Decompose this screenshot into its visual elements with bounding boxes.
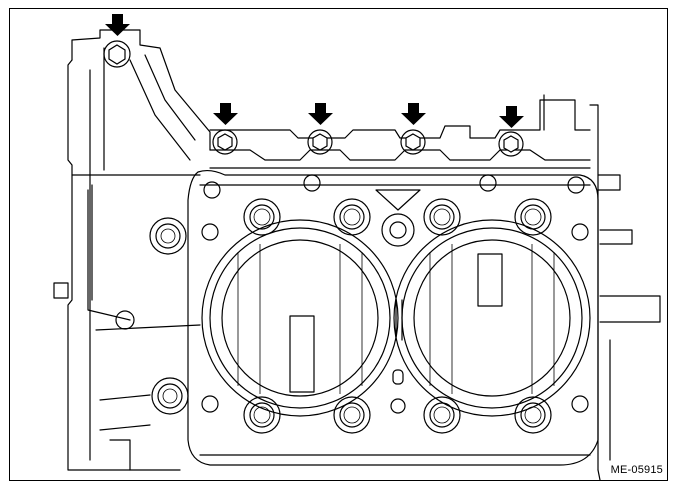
- side-boss: [151, 377, 189, 415]
- head-bolt-boss: [381, 213, 415, 247]
- hex-bolt-icon: [307, 129, 333, 155]
- head-bolt-boss: [243, 396, 281, 434]
- down-arrow-icon: [401, 103, 426, 125]
- side-bosses: [115, 174, 589, 415]
- oil-hole: [567, 176, 585, 194]
- figure-id-label: ME-05915: [610, 464, 663, 476]
- cylinder-bore-right: [393, 219, 591, 417]
- oil-hole: [479, 174, 497, 192]
- top-rail: [209, 94, 599, 471]
- block-housing-left: [53, 29, 211, 471]
- figure-frame: [9, 8, 668, 481]
- dowel-hole: [571, 223, 589, 241]
- down-arrow-icon: [105, 14, 130, 36]
- oil-hole: [203, 181, 221, 199]
- block-housing-right: [597, 174, 661, 481]
- hex-bolt-icon: [103, 40, 131, 68]
- side-boss: [149, 217, 187, 255]
- callout-arrows: [105, 14, 524, 128]
- hex-bolt-icon: [212, 129, 238, 155]
- hex-bolt-icon: [498, 131, 524, 157]
- head-bolt-boss: [514, 198, 552, 236]
- down-arrow-icon: [213, 103, 238, 125]
- oil-hole: [303, 174, 321, 192]
- head-bolt-bosses: [243, 198, 552, 434]
- bore-bridge: [375, 189, 421, 341]
- side-hole: [115, 310, 135, 330]
- oil-hole: [390, 398, 406, 414]
- head-bolt-boss: [333, 396, 371, 434]
- dowel-hole: [571, 395, 589, 413]
- head-bolt-boss: [423, 396, 461, 434]
- cylinder-bore-left: [201, 219, 399, 417]
- dowel-hole: [201, 223, 219, 241]
- head-bolt-boss: [333, 198, 371, 236]
- water-port: [392, 369, 404, 385]
- top-bolts: [103, 40, 524, 157]
- dowel-hole: [201, 395, 219, 413]
- down-arrow-icon: [308, 103, 333, 125]
- head-bolt-boss: [514, 396, 552, 434]
- down-arrow-icon: [499, 106, 524, 128]
- head-bolt-boss: [243, 198, 281, 236]
- head-bolt-boss: [423, 198, 461, 236]
- hex-bolt-icon: [400, 129, 426, 155]
- gasket-face: [187, 169, 599, 466]
